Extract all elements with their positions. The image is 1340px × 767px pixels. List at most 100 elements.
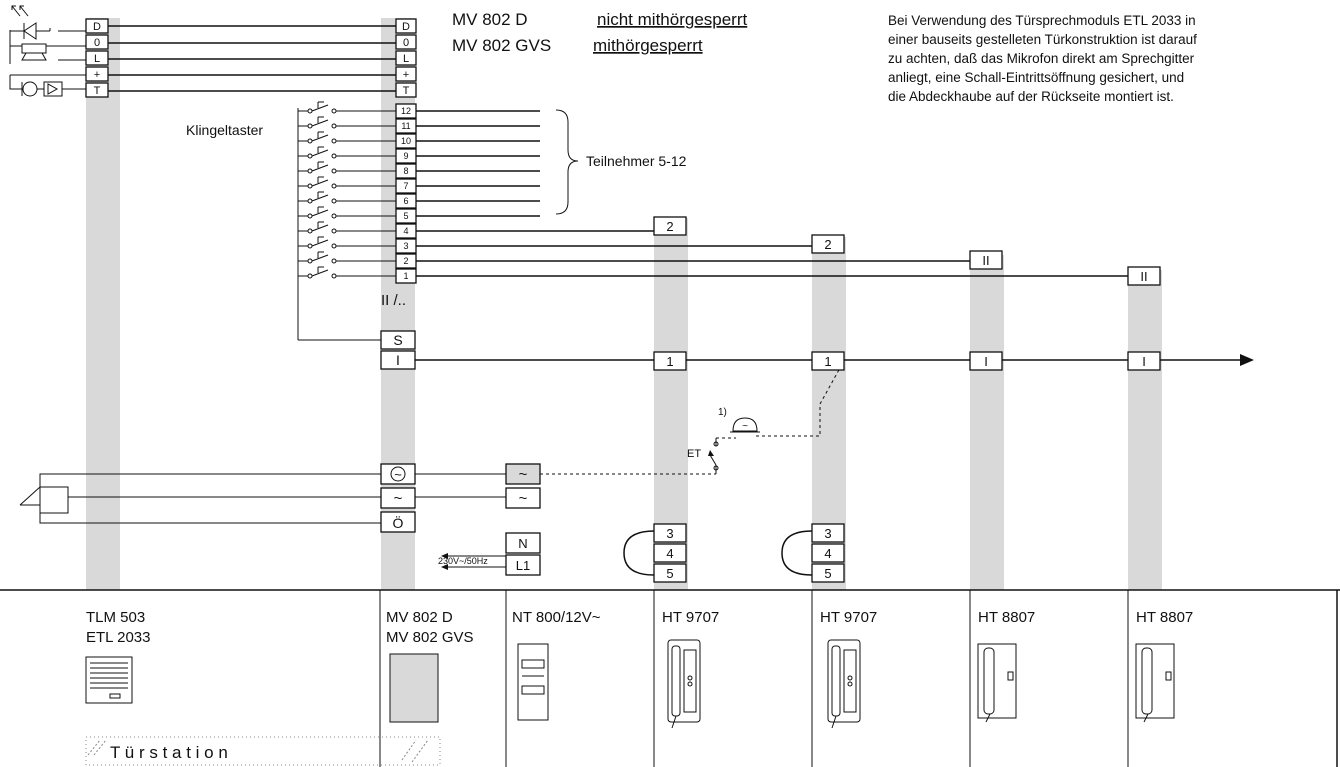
led-icon [10, 5, 51, 40]
device-label: HT 9707 [662, 609, 719, 626]
ac-symbol-icon [390, 466, 406, 482]
mains-label: 230V~/50Hz [438, 556, 488, 566]
subscriber-lines-5-12: Teilnehmer 5-12 [416, 109, 687, 217]
tlm-device-icon [85, 656, 133, 704]
handset-9707-icon [827, 639, 861, 729]
bridge-terminal-label: 4 [824, 546, 831, 561]
model-desc: mithörgesperrt [593, 36, 703, 55]
model-name: MV 802 D [452, 10, 528, 29]
terminal-label: 9 [403, 151, 408, 161]
terminal-label: T [94, 85, 101, 97]
bell-button-switch [298, 266, 396, 279]
tuerstation-banner: T ü r s t a t i o n [85, 736, 441, 766]
i-terminal-label: I [396, 352, 400, 368]
call-terminal-label: 2 [824, 237, 831, 252]
device-labels: TLM 503 ETL 2033 MV 802 D MV 802 GVS NT … [86, 609, 1193, 646]
model-desc: nicht mithörgesperrt [597, 10, 748, 29]
line-terminal-label: I [984, 354, 988, 369]
footnote-label: 1) [718, 407, 727, 418]
nt-terminal-label: ~ [519, 466, 528, 483]
door-station-symbols [9, 5, 70, 97]
bridge-terminal-label: 3 [666, 526, 673, 541]
bridge-terminal-label: 4 [666, 546, 673, 561]
arrow-left-icon [441, 564, 448, 570]
terminal-label: 6 [403, 196, 408, 206]
terminal-label: + [403, 69, 409, 81]
bridge-terminal-label: 3 [824, 526, 831, 541]
terminal-label: 1 [403, 271, 408, 281]
terminal-label: 0 [403, 37, 409, 49]
device-label: ETL 2033 [86, 629, 151, 646]
line-terminal-label: 1 [824, 354, 831, 369]
power-terminal-label: Ö [393, 514, 404, 531]
band-ht8807-a [970, 255, 1004, 590]
device-label: HT 8807 [1136, 609, 1193, 626]
speaker-icon [10, 43, 58, 61]
mv-terminal-block: D 0 L + T [395, 18, 417, 98]
terminal-label: 7 [403, 181, 408, 191]
svg-text:~: ~ [742, 421, 748, 432]
terminal-label: D [402, 21, 410, 33]
tuerstation-label: T ü r s t a t i o n [110, 743, 228, 762]
device-label: HT 8807 [978, 609, 1035, 626]
handset-8807-icon [1135, 643, 1175, 723]
call-lines: 2 2 II II [416, 216, 1161, 286]
power-terminal-label: ~ [394, 490, 403, 507]
microphone-amplifier-icon [9, 74, 70, 97]
installation-note: Bei Verwendung des Türsprechmoduls ETL 2… [888, 13, 1197, 104]
terminal-label: 3 [403, 241, 408, 251]
header-models: MV 802 D nicht mithörgesperrt MV 802 GVS… [452, 10, 748, 55]
bottom-frame [0, 589, 1340, 767]
arrow-left-icon [441, 553, 448, 559]
mains-terminal-label: N [518, 536, 527, 551]
terminal-label: 0 [94, 37, 100, 49]
call-terminal-label: 2 [666, 219, 673, 234]
bell-button-switch [298, 101, 396, 114]
speech-line: S I 1 1 I I [380, 330, 1254, 371]
nt-device-icon [517, 643, 549, 721]
bell-terminal-block: 12 11 10 9 8 7 6 5 4 3 2 1 [395, 103, 417, 284]
line-terminal-label: 1 [666, 354, 673, 369]
brace-shape [555, 109, 579, 215]
terminal-label: 8 [403, 166, 408, 176]
terminal-label: + [94, 69, 100, 81]
note-line: einer bauseits gestelleten Türkonstrukti… [888, 32, 1197, 47]
mv-power-terminals: ~ ~ Ö [380, 463, 506, 533]
bell-button-switch [298, 116, 396, 129]
handset-9707-icon [667, 639, 701, 729]
bell-button-switch [298, 131, 396, 144]
terminal-label: 12 [401, 106, 411, 116]
ii-note-label: II /.. [381, 292, 406, 309]
model-name: MV 802 GVS [452, 36, 551, 55]
call-terminal-label: II [982, 253, 989, 268]
terminal-label: 11 [401, 121, 410, 131]
et-label: ET [687, 448, 701, 460]
bell-button-switch [298, 236, 396, 249]
station-bridge-a: 3 4 5 [623, 523, 687, 583]
bell-button-switch [298, 221, 396, 234]
terminal-label: T [403, 85, 410, 97]
terminal-label: 5 [403, 211, 408, 221]
terminal-label: 2 [403, 256, 408, 266]
terminal-label: D [93, 21, 101, 33]
mv-device-icon [389, 653, 439, 723]
device-label: NT 800/12V~ [512, 609, 601, 626]
bridge-terminal-label: 5 [824, 566, 831, 581]
bell-button-switch [298, 161, 396, 174]
nt-terminal-label: ~ [519, 490, 528, 507]
arrow-right-icon [1240, 354, 1254, 366]
handset-8807-icon [977, 643, 1017, 723]
terminal-label: 10 [401, 136, 411, 146]
left-terminal-block: D 0 L + T [85, 18, 109, 98]
bell-button-switch [298, 191, 396, 204]
bell-button-area: Klingeltaster [186, 101, 396, 341]
terminal-label: L [94, 53, 100, 65]
teilnehmer-label: Teilnehmer 5-12 [586, 153, 687, 169]
klingeltaster-label: Klingeltaster [186, 122, 263, 138]
station-bridge-b: 3 4 5 [781, 523, 845, 583]
s-terminal-label: S [393, 332, 402, 348]
bell-button-switch [298, 146, 396, 159]
mains-terminal-label: L1 [516, 558, 530, 573]
